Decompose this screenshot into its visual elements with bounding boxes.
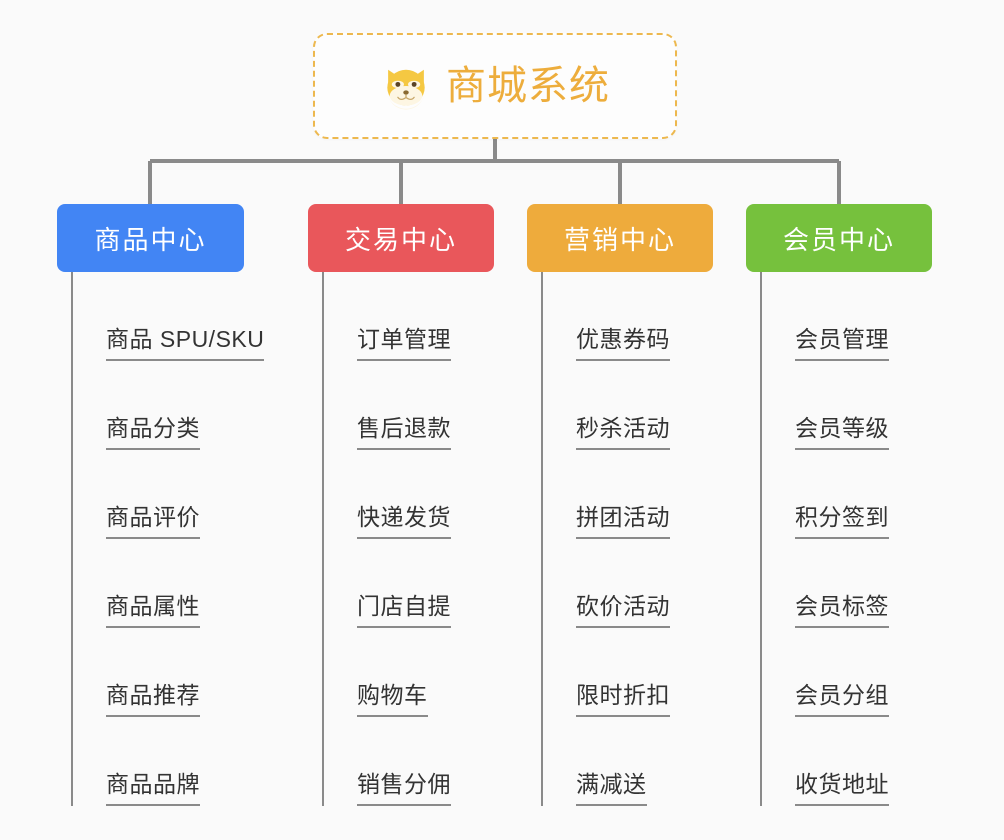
- leaf-item[interactable]: 会员分组: [762, 628, 889, 717]
- leaf-label: 会员标签: [795, 593, 889, 628]
- leaf-item[interactable]: 收货地址: [762, 717, 889, 806]
- leaf-list-b4: 会员管理 会员等级 积分签到 会员标签 会员分组 收货地址: [760, 272, 889, 806]
- leaf-label: 门店自提: [357, 593, 451, 628]
- leaf-item[interactable]: 门店自提: [324, 539, 451, 628]
- leaf-item[interactable]: 销售分佣: [324, 717, 451, 806]
- leaf-item[interactable]: 会员管理: [762, 272, 889, 361]
- leaf-label: 秒杀活动: [576, 415, 670, 450]
- leaf-item[interactable]: 会员标签: [762, 539, 889, 628]
- leaf-label: 会员等级: [795, 415, 889, 450]
- leaf-item[interactable]: 售后退款: [324, 361, 451, 450]
- leaf-label: 订单管理: [357, 326, 451, 361]
- leaf-item[interactable]: 优惠券码: [543, 272, 670, 361]
- leaf-item[interactable]: 拼团活动: [543, 450, 670, 539]
- leaf-item[interactable]: 商品 SPU/SKU: [73, 272, 265, 361]
- leaf-item[interactable]: 快递发货: [324, 450, 451, 539]
- branch-header-b2[interactable]: 交易中心: [308, 204, 494, 272]
- leaf-label: 优惠券码: [576, 326, 670, 361]
- branch-b3: 营销中心: [527, 204, 713, 272]
- leaf-item[interactable]: 会员等级: [762, 361, 889, 450]
- root-node[interactable]: 商城系统: [313, 33, 677, 139]
- leaf-label: 商品推荐: [106, 682, 200, 717]
- leaf-label: 拼团活动: [576, 504, 670, 539]
- leaf-label: 砍价活动: [576, 593, 670, 628]
- leaf-label: 限时折扣: [576, 682, 670, 717]
- leaf-item[interactable]: 积分签到: [762, 450, 889, 539]
- leaf-label: 商品评价: [106, 504, 200, 539]
- leaf-label: 积分签到: [795, 504, 889, 539]
- leaf-item[interactable]: 商品品牌: [73, 717, 264, 806]
- dog-face-icon: [387, 69, 425, 110]
- leaf-label: 商品品牌: [106, 771, 200, 806]
- leaf-label: 会员分组: [795, 682, 889, 717]
- branch-header-b1[interactable]: 商品中心: [57, 204, 244, 272]
- leaf-label: 商品 SPU/SKU: [106, 326, 265, 361]
- branch-b1: 商品中心: [57, 204, 244, 272]
- leaf-item[interactable]: 满减送: [543, 717, 670, 806]
- leaf-item[interactable]: 商品推荐: [73, 628, 264, 717]
- leaf-item[interactable]: 商品分类: [73, 361, 264, 450]
- leaf-item[interactable]: 限时折扣: [543, 628, 670, 717]
- leaf-label: 收货地址: [795, 771, 889, 806]
- leaf-item[interactable]: 购物车: [324, 628, 451, 717]
- leaf-label: 快递发货: [357, 504, 451, 539]
- leaf-label: 商品分类: [106, 415, 200, 450]
- root-title: 商城系统: [446, 64, 610, 108]
- leaf-label: 商品属性: [106, 593, 200, 628]
- leaf-item[interactable]: 订单管理: [324, 272, 451, 361]
- leaf-item[interactable]: 商品评价: [73, 450, 264, 539]
- leaf-label: 满减送: [576, 771, 647, 806]
- leaf-item[interactable]: 秒杀活动: [543, 361, 670, 450]
- branch-header-b4[interactable]: 会员中心: [746, 204, 932, 272]
- leaf-label: 售后退款: [357, 415, 451, 450]
- branch-label-b4: 会员中心: [782, 224, 895, 255]
- leaf-item[interactable]: 商品属性: [73, 539, 264, 628]
- branch-header-b3[interactable]: 营销中心: [527, 204, 713, 272]
- leaf-list-b2: 订单管理 售后退款 快递发货 门店自提 购物车 销售分佣: [322, 272, 451, 806]
- leaf-label: 销售分佣: [357, 771, 451, 806]
- branch-label-b1: 商品中心: [94, 224, 207, 255]
- leaf-list-b1: 商品 SPU/SKU 商品分类 商品评价 商品属性 商品推荐 商品品牌: [71, 272, 265, 806]
- leaf-label: 会员管理: [795, 326, 889, 361]
- leaf-list-b3: 优惠券码 秒杀活动 拼团活动 砍价活动 限时折扣 满减送: [541, 272, 670, 806]
- branch-b4: 会员中心: [746, 204, 932, 272]
- leaf-label: 购物车: [357, 682, 428, 717]
- branch-b2: 交易中心: [308, 204, 494, 272]
- branch-label-b2: 交易中心: [344, 224, 457, 255]
- leaf-item[interactable]: 砍价活动: [543, 539, 670, 628]
- branch-label-b3: 营销中心: [563, 224, 676, 255]
